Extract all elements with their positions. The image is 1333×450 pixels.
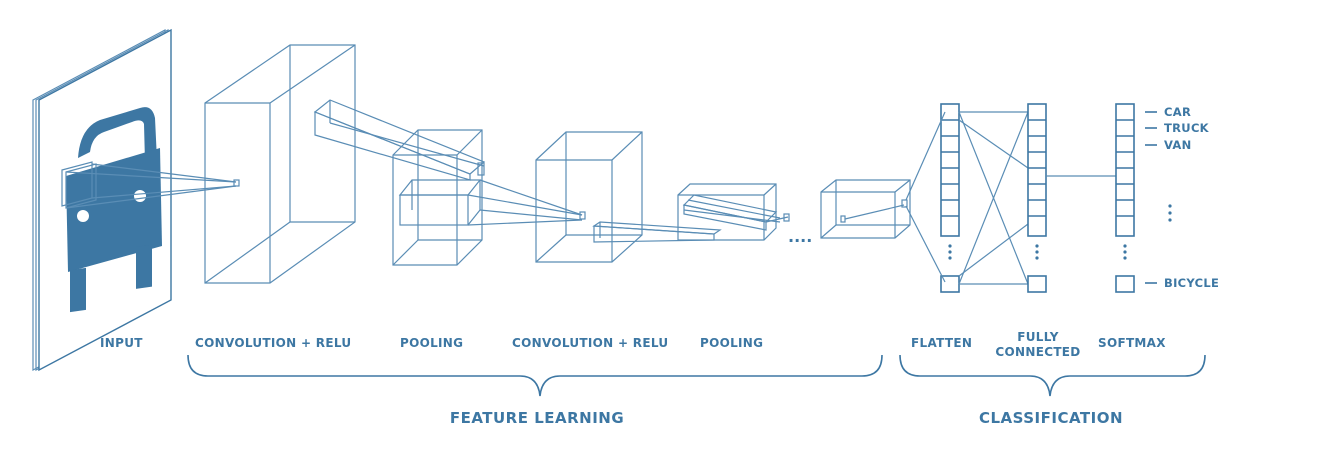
- conv2-block: [535, 131, 722, 263]
- final-feature-block: [820, 179, 911, 239]
- pool1-block: [392, 129, 485, 266]
- conv1-block: [204, 44, 486, 284]
- output-class-van: VAN: [1164, 138, 1192, 152]
- softmax-column: [1115, 103, 1135, 293]
- output-class-bicycle: BICYCLE: [1164, 276, 1219, 290]
- output-class-labels: CAR TRUCK VAN BICYCLE: [1145, 105, 1219, 290]
- output-class-car: CAR: [1164, 105, 1191, 119]
- projection-input-conv1: [65, 163, 240, 209]
- label-pool1: POOLING: [400, 336, 463, 350]
- label-input: INPUT: [100, 336, 143, 350]
- label-conv2: CONVOLUTION + RELU: [512, 336, 668, 350]
- pool2-block: [677, 183, 790, 241]
- flatten-column: [905, 103, 960, 293]
- label-conv1: CONVOLUTION + RELU: [195, 336, 351, 350]
- flatten-to-fc-connections: [958, 111, 1029, 285]
- group-label-classification: CLASSIFICATION: [979, 409, 1123, 427]
- continuation-ellipsis: ....: [788, 227, 812, 246]
- label-connected: CONNECTED: [995, 345, 1080, 359]
- group-label-feature-learning: FEATURE LEARNING: [450, 409, 624, 427]
- input-image: [32, 28, 172, 372]
- label-pool2: POOLING: [700, 336, 763, 350]
- label-fully: FULLY: [1017, 330, 1059, 344]
- feature-learning-brace: [187, 354, 883, 397]
- label-flatten: FLATTEN: [911, 336, 972, 350]
- output-class-truck: TRUCK: [1164, 121, 1210, 135]
- projection-pool1-conv2: [467, 179, 586, 226]
- stage-labels: INPUT CONVOLUTION + RELU POOLING CONVOLU…: [100, 330, 1166, 359]
- label-softmax: SOFTMAX: [1098, 336, 1166, 350]
- fully-connected-column: [1027, 103, 1116, 293]
- classification-brace: [899, 354, 1206, 397]
